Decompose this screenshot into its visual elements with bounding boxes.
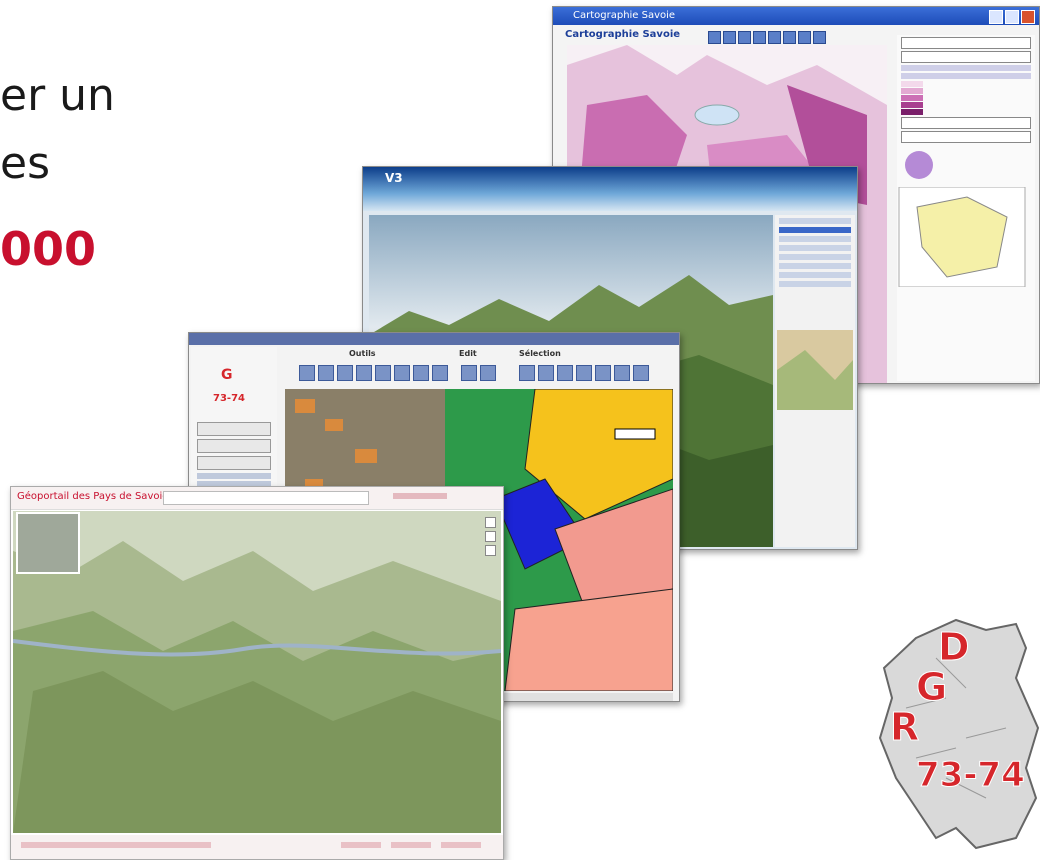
footer-link[interactable] bbox=[441, 842, 481, 848]
info-icon[interactable] bbox=[768, 31, 781, 44]
layer-item[interactable] bbox=[779, 281, 851, 287]
secondary-select[interactable] bbox=[901, 117, 1031, 129]
footer-text bbox=[21, 842, 211, 848]
viewer3d-banner: V3 bbox=[363, 167, 857, 211]
select-icon[interactable] bbox=[557, 365, 573, 381]
app-title: Cartographie Savoie bbox=[565, 29, 681, 40]
layer-item[interactable] bbox=[779, 218, 851, 224]
search-input[interactable] bbox=[163, 491, 369, 505]
select-icon[interactable] bbox=[519, 365, 535, 381]
left-pane-item[interactable] bbox=[197, 473, 271, 479]
geoportail-title: Géoportail des Pays de Savoie bbox=[17, 491, 169, 502]
panel-text bbox=[901, 65, 1031, 71]
geoportail-header: Géoportail des Pays de Savoie bbox=[11, 487, 503, 510]
zoom-out-button[interactable] bbox=[485, 531, 496, 542]
overview-map[interactable] bbox=[897, 186, 1027, 288]
dgr-logo: D G R 73-74 bbox=[878, 618, 1040, 850]
left-pane-button[interactable] bbox=[197, 439, 271, 453]
window-title: Cartographie Savoie bbox=[573, 10, 676, 21]
zoom-out-icon[interactable] bbox=[723, 31, 736, 44]
select-icon[interactable] bbox=[614, 365, 630, 381]
geoportail-window: Géoportail des Pays de Savoie bbox=[10, 486, 504, 860]
layer-item[interactable] bbox=[779, 254, 851, 260]
zoom-in-button[interactable] bbox=[485, 517, 496, 528]
svg-text:73-74: 73-74 bbox=[213, 393, 245, 404]
dgr-small-logo: G 73-74 bbox=[213, 367, 245, 404]
layer-item[interactable] bbox=[779, 263, 851, 269]
viewer3d-logo: V3 bbox=[385, 171, 403, 185]
cadastre-topbar bbox=[189, 333, 679, 345]
slide-text-line-1: er un bbox=[0, 70, 115, 121]
edit-icon[interactable] bbox=[461, 365, 477, 381]
tool-icon[interactable] bbox=[356, 365, 372, 381]
window-controls bbox=[987, 10, 1035, 31]
select-icon[interactable] bbox=[576, 365, 592, 381]
measure-icon[interactable] bbox=[783, 31, 796, 44]
map-legend bbox=[897, 81, 1035, 115]
tool-icon[interactable] bbox=[375, 365, 391, 381]
slide-text-line-2: es bbox=[0, 138, 50, 189]
maximize-button[interactable] bbox=[1005, 10, 1019, 24]
tool-icon[interactable] bbox=[318, 365, 334, 381]
edit-group-label: Edit bbox=[459, 349, 477, 358]
header-link[interactable] bbox=[393, 493, 447, 499]
footer-link[interactable] bbox=[341, 842, 381, 848]
close-button[interactable] bbox=[1021, 10, 1035, 24]
layer-item[interactable] bbox=[779, 272, 851, 278]
geoportail-footer bbox=[11, 835, 503, 859]
layers-button[interactable] bbox=[485, 545, 496, 556]
slide-text-line-3: 000 bbox=[0, 222, 97, 276]
topo-minimap[interactable] bbox=[775, 290, 855, 410]
svg-text:R: R bbox=[890, 705, 919, 749]
select-icon[interactable] bbox=[633, 365, 649, 381]
layer-item-selected[interactable] bbox=[779, 227, 851, 233]
analysis-panel bbox=[897, 35, 1035, 381]
svg-text:G: G bbox=[221, 367, 233, 383]
layer-item[interactable] bbox=[779, 236, 851, 242]
layers-icon[interactable] bbox=[798, 31, 811, 44]
select-icon[interactable] bbox=[538, 365, 554, 381]
footer-link[interactable] bbox=[391, 842, 431, 848]
analysis-select[interactable] bbox=[901, 37, 1031, 49]
layer-sidebar bbox=[775, 215, 855, 547]
overview-inset bbox=[16, 512, 80, 574]
tool-icon[interactable] bbox=[337, 365, 353, 381]
selection-group-label: Sélection bbox=[519, 349, 561, 358]
edit-toolbar bbox=[461, 365, 499, 383]
svg-text:G: G bbox=[916, 665, 947, 709]
tool-icon[interactable] bbox=[432, 365, 448, 381]
svg-text:73-74: 73-74 bbox=[916, 755, 1025, 795]
left-pane-button[interactable] bbox=[197, 422, 271, 436]
tools-toolbar bbox=[299, 365, 451, 383]
pan-icon[interactable] bbox=[738, 31, 751, 44]
zoom-control bbox=[485, 517, 496, 617]
select-icon[interactable] bbox=[595, 365, 611, 381]
tool-icon[interactable] bbox=[394, 365, 410, 381]
edit-icon[interactable] bbox=[480, 365, 496, 381]
symbol-legend bbox=[905, 151, 933, 179]
tools-group-label: Outils bbox=[349, 349, 376, 358]
cartographie-titlebar: Cartographie Savoie bbox=[553, 7, 1039, 25]
relief-map[interactable] bbox=[13, 511, 501, 833]
indicator-select[interactable] bbox=[901, 51, 1031, 63]
tool-icon[interactable] bbox=[299, 365, 315, 381]
panel-text bbox=[901, 73, 1031, 79]
layer-item[interactable] bbox=[779, 245, 851, 251]
map-toolbar bbox=[708, 29, 918, 44]
year-select[interactable] bbox=[901, 131, 1031, 143]
print-icon[interactable] bbox=[753, 31, 766, 44]
left-pane-item[interactable] bbox=[197, 481, 271, 487]
left-pane-dropdown[interactable] bbox=[197, 456, 271, 470]
zoom-in-icon[interactable] bbox=[708, 31, 721, 44]
svg-text:D: D bbox=[938, 625, 970, 669]
tool-icon[interactable] bbox=[413, 365, 429, 381]
selection-toolbar bbox=[519, 365, 652, 383]
minimize-button[interactable] bbox=[989, 10, 1003, 24]
export-icon[interactable] bbox=[813, 31, 826, 44]
